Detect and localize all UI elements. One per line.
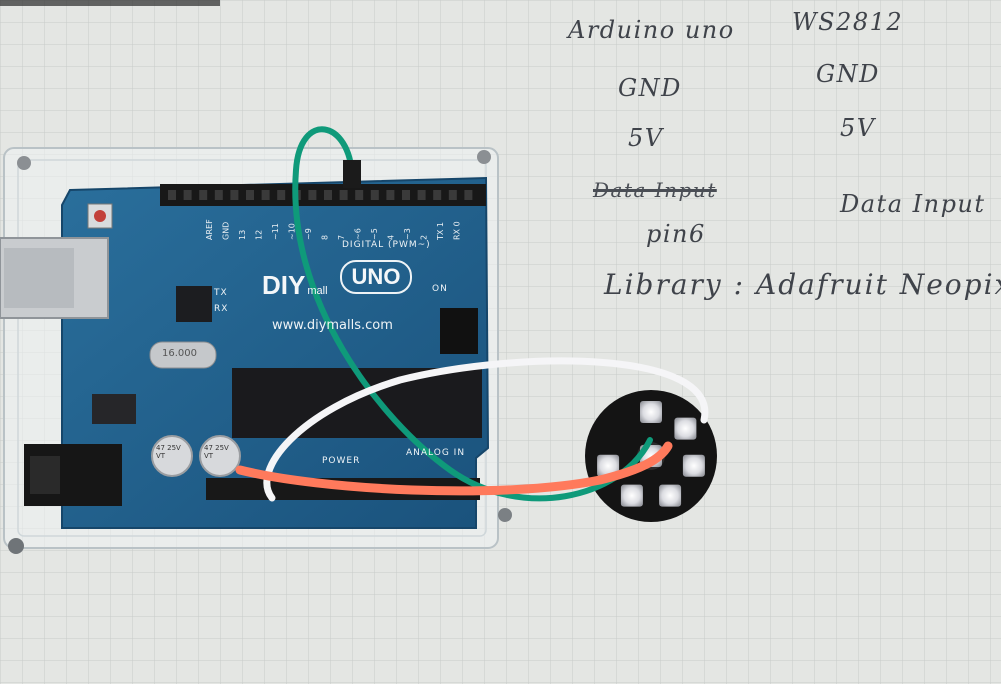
header-pin — [308, 190, 317, 200]
ws2812-led — [597, 454, 620, 477]
note-data-input: Data Input — [840, 190, 986, 218]
note-gnd-left: GND — [618, 74, 682, 102]
note-pin-label: pin6 — [646, 220, 706, 248]
header-pin — [464, 190, 473, 200]
pin-label: 13 — [238, 230, 247, 240]
usb-chip — [176, 286, 212, 322]
ws2812-led — [674, 417, 697, 440]
header-pin — [230, 190, 239, 200]
header-pin — [448, 190, 457, 200]
case-screw-tr — [477, 150, 491, 164]
pin-label: ~11 — [271, 223, 280, 240]
pin-label: 4 — [387, 235, 396, 240]
pin-label: 8 — [321, 235, 330, 240]
case-screw-br — [498, 508, 512, 522]
ws2812-led — [640, 401, 662, 423]
note-gnd-right: GND — [816, 60, 880, 88]
pin-labels: AREF GND 13 12 ~11 ~10 ~9 8 7 ~6 ~5 4 ~3 2 TX 1 RX 0 — [205, 219, 462, 241]
header-pin — [214, 190, 223, 200]
crystal — [149, 341, 217, 369]
dc-power-jack-hole — [30, 456, 60, 494]
pin-label: AREF — [205, 219, 214, 240]
pin-label: ~10 — [288, 223, 297, 240]
digital-header — [160, 184, 486, 206]
capacitor-right-label: 47 25V VT — [204, 444, 229, 460]
ws2812-led — [659, 484, 682, 507]
header-pin — [246, 190, 254, 200]
header-pin — [261, 190, 270, 200]
note-col1-header: Arduino uno — [568, 16, 735, 44]
header-pin — [168, 190, 176, 200]
rx-label: RX — [214, 304, 229, 314]
usb-port-inner — [4, 248, 74, 308]
icsp-header — [440, 308, 478, 354]
board-model: UNO — [351, 264, 401, 289]
board-url: www.diymalls.com — [272, 318, 393, 333]
green-wire — [292, 126, 653, 502]
header-pin — [183, 190, 192, 200]
reset-button-cap — [94, 210, 106, 222]
pin-label: ~3 — [403, 228, 412, 240]
pin-label: ~6 — [354, 228, 363, 240]
pin-label: ~5 — [370, 228, 379, 240]
crystal-label: 16.000 — [162, 348, 197, 359]
wire-connector — [343, 160, 361, 188]
header-pin — [277, 190, 286, 200]
note-5v-left: 5V — [628, 124, 664, 152]
pin-label: TX 1 — [436, 222, 445, 241]
capacitor-left — [151, 435, 193, 477]
header-pin — [199, 190, 208, 200]
pin-label: 12 — [255, 230, 264, 240]
board-model-badge: UNO — [340, 260, 412, 294]
brand-main: DIY — [262, 270, 306, 300]
header-pin — [417, 190, 426, 200]
note-crossed-out: Data Input — [593, 178, 717, 202]
analog-label: ANALOG IN — [406, 448, 466, 458]
ws2812-led — [620, 484, 643, 507]
header-pin — [339, 190, 348, 200]
header-pin — [433, 190, 442, 200]
orange-wire — [235, 441, 673, 496]
capacitor-left-label: 47 25V VT — [156, 444, 181, 460]
pin-label: GND — [222, 222, 231, 240]
regulator — [92, 394, 136, 424]
header-pin — [324, 190, 332, 200]
atmega-chip — [232, 368, 482, 438]
pin-label: 2 — [420, 235, 429, 240]
ws2812-led — [682, 454, 705, 477]
note-library: Library : Adafruit Neopixel — [604, 268, 1001, 301]
tx-label: TX — [214, 288, 228, 298]
note-5v-right: 5V — [840, 114, 876, 142]
digital-label: DIGITAL (PWM~) — [342, 240, 431, 250]
case-screw-tl — [17, 156, 31, 170]
case-screw-bl — [8, 538, 24, 554]
header-pin — [386, 190, 395, 200]
white-wire — [263, 357, 709, 502]
capacitor-right — [199, 435, 241, 477]
power-label: POWER — [322, 456, 361, 466]
header-pin — [402, 190, 410, 200]
top-shadow — [0, 0, 220, 6]
header-pin — [370, 190, 379, 200]
pin-label: ~9 — [304, 228, 313, 240]
pin-label: 7 — [337, 235, 346, 240]
note-col2-header: WS2812 — [792, 8, 904, 36]
on-label: ON — [432, 284, 448, 294]
brand-suffix: mall — [307, 285, 328, 297]
header-pin — [355, 190, 364, 200]
pin-label: RX 0 — [453, 221, 462, 240]
